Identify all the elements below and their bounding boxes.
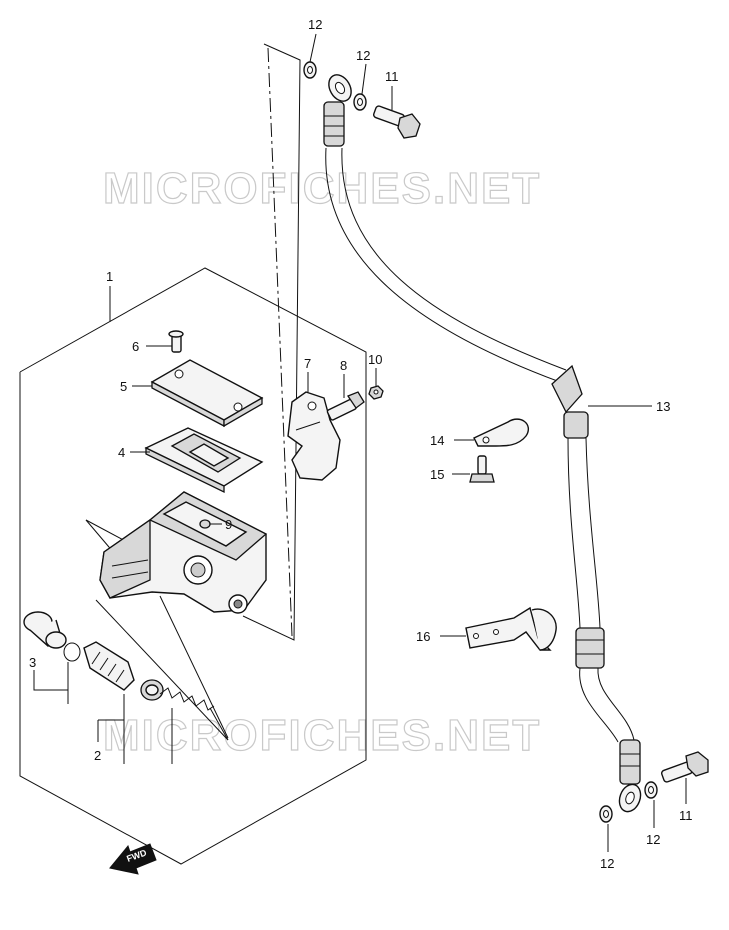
leader-lines bbox=[109, 33, 687, 852]
callout-1: 1 bbox=[106, 269, 113, 284]
washer-part-12-top-right[interactable] bbox=[353, 93, 367, 111]
callout-9: 9 bbox=[225, 517, 232, 532]
callout-12-bottom-right: 12 bbox=[646, 832, 660, 847]
washer-part-12-top-left[interactable] bbox=[303, 61, 317, 79]
fwd-arrow-icon: FWD bbox=[109, 843, 157, 875]
banjo-bolt-part-11-top[interactable] bbox=[372, 105, 421, 139]
callout-11-bottom: 11 bbox=[679, 808, 693, 823]
screw-part-6[interactable] bbox=[168, 330, 184, 353]
bolt-part-8[interactable] bbox=[326, 391, 365, 421]
bolt-part-15[interactable] bbox=[469, 455, 495, 483]
callout-2: 2 bbox=[94, 748, 101, 763]
callout-12-top-right: 12 bbox=[356, 48, 370, 63]
callout-6: 6 bbox=[132, 339, 139, 354]
callout-16: 16 bbox=[416, 629, 430, 644]
callout-14: 14 bbox=[430, 433, 444, 448]
diaphragm-part-4[interactable] bbox=[144, 427, 264, 494]
callout-10: 10 bbox=[368, 352, 382, 367]
reservoir-cap-part-5[interactable] bbox=[150, 359, 264, 428]
bracket-part-16[interactable] bbox=[465, 606, 557, 651]
clamp-part-7[interactable] bbox=[287, 391, 341, 481]
callout-12-bottom-left: 12 bbox=[600, 856, 614, 871]
callout-7: 7 bbox=[304, 356, 311, 371]
callout-15: 15 bbox=[430, 467, 444, 482]
brake-hose-part-13[interactable] bbox=[323, 71, 644, 815]
grommet-part-9[interactable] bbox=[199, 519, 211, 529]
callout-3: 3 bbox=[29, 655, 36, 670]
watermark-bottom: MICROFICHES.NET bbox=[103, 711, 541, 760]
piston-kit-part-2-3[interactable] bbox=[23, 611, 215, 764]
callout-8: 8 bbox=[340, 358, 347, 373]
banjo-bolt-part-11-bottom[interactable] bbox=[660, 751, 709, 783]
callout-12-top-left: 12 bbox=[308, 17, 322, 32]
callout-13: 13 bbox=[656, 399, 670, 414]
watermark-top: MICROFICHES.NET bbox=[103, 164, 541, 213]
washer-part-12-bottom-left[interactable] bbox=[599, 805, 613, 823]
callout-5: 5 bbox=[120, 379, 127, 394]
assembly-frame bbox=[19, 43, 367, 865]
nut-part-10[interactable] bbox=[368, 385, 384, 400]
hose-clamp-part-14[interactable] bbox=[473, 418, 529, 447]
washer-part-12-bottom-right[interactable] bbox=[644, 781, 658, 799]
callout-4: 4 bbox=[118, 445, 125, 460]
callout-11-top: 11 bbox=[385, 69, 399, 84]
master-cylinder-body[interactable] bbox=[99, 491, 268, 614]
